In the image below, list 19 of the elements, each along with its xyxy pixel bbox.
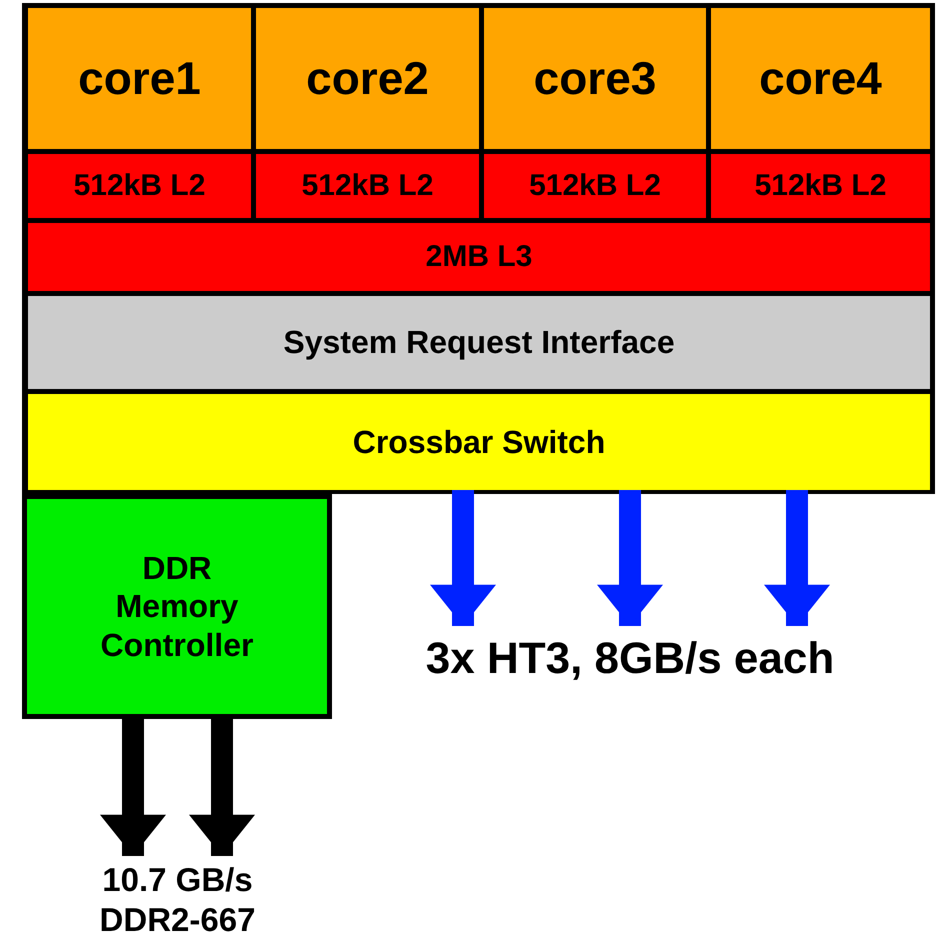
cache-box: 512kB L2	[711, 154, 930, 218]
cache-box: 512kB L2	[28, 154, 251, 218]
arrow	[189, 719, 255, 856]
cache-box: 512kB L2	[256, 154, 479, 218]
arrow	[430, 490, 496, 626]
bandwidth-label: 3x HT3, 8GB/s each	[360, 628, 900, 690]
cache-box: 512kB L2	[484, 154, 706, 218]
controller-box: DDR Memory Controller	[22, 494, 332, 719]
core-box: core4	[711, 8, 930, 149]
arrow	[764, 490, 830, 626]
bandwidth-label: 10.7 GB/s DDR2-667	[60, 858, 295, 942]
core-box: core2	[256, 8, 479, 149]
core-box: core1	[28, 8, 251, 149]
core-box: core3	[484, 8, 706, 149]
arrow	[597, 490, 663, 626]
switch-box: Crossbar Switch	[28, 394, 930, 490]
arrow	[100, 719, 166, 856]
interface-box: System Request Interface	[28, 296, 930, 389]
cache-box: 2MB L3	[28, 223, 930, 291]
